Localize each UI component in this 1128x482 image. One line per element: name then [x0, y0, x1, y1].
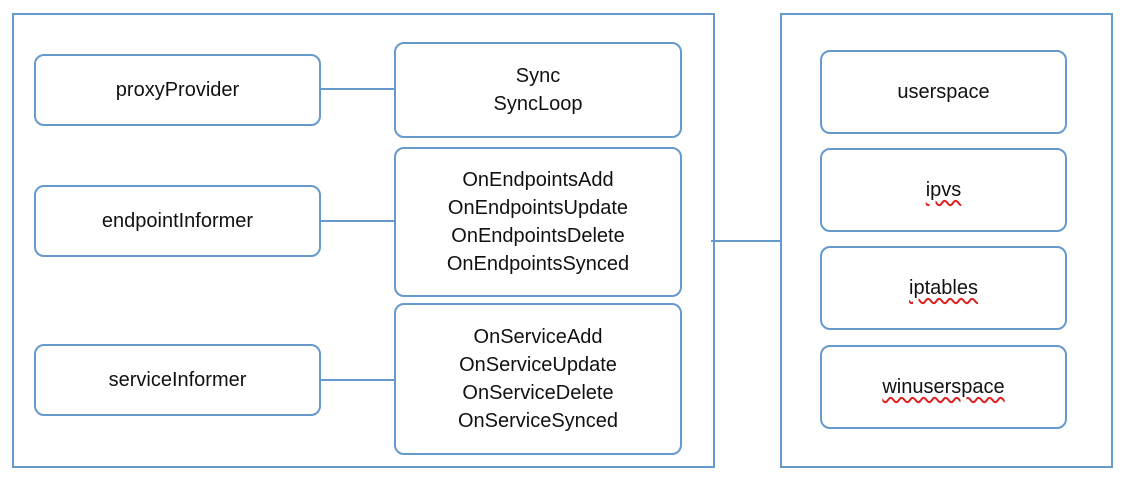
service-handlers-node: OnServiceAdd OnServiceUpdate OnServiceDe… — [394, 303, 682, 455]
endpoint-handlers-node: OnEndpointsAdd OnEndpointsUpdate OnEndpo… — [394, 147, 682, 297]
mode-iptables-label: iptables — [909, 276, 978, 299]
handler-line: OnServiceDelete — [462, 382, 614, 404]
mode-ipvs-node: ipvs — [820, 148, 1067, 232]
connector-groups — [711, 240, 782, 242]
handler-line: OnEndpointsAdd — [462, 169, 614, 191]
proxy-provider-label: proxyProvider — [115, 78, 240, 101]
endpoint-informer-label: endpointInformer — [101, 209, 254, 232]
proxy-provider-node: proxyProvider — [34, 54, 321, 126]
mode-userspace-label: userspace — [897, 80, 990, 103]
handler-line: OnEndpointsSynced — [446, 253, 630, 275]
service-informer-label: serviceInformer — [108, 368, 247, 391]
handler-line: OnEndpointsDelete — [451, 225, 625, 247]
mode-ipvs-label: ipvs — [925, 178, 962, 201]
handler-line: OnEndpointsUpdate — [447, 197, 629, 219]
handler-line: Sync — [515, 65, 561, 87]
mode-winuserspace-label: winuserspace — [882, 375, 1005, 398]
handler-line: OnServiceSynced — [457, 410, 619, 432]
connector-endpoint-informer — [321, 220, 394, 222]
handler-line: OnServiceUpdate — [459, 354, 617, 376]
mode-userspace-node: userspace — [820, 50, 1067, 134]
connector-proxy-provider — [321, 88, 394, 90]
sync-handlers-node: Sync SyncLoop — [394, 42, 682, 138]
mode-winuserspace-node: winuserspace — [820, 345, 1067, 429]
mode-iptables-node: iptables — [820, 246, 1067, 330]
connector-service-informer — [321, 379, 394, 381]
handler-line: SyncLoop — [493, 93, 583, 115]
handler-line: OnServiceAdd — [473, 326, 603, 348]
endpoint-informer-node: endpointInformer — [34, 185, 321, 257]
service-informer-node: serviceInformer — [34, 344, 321, 416]
